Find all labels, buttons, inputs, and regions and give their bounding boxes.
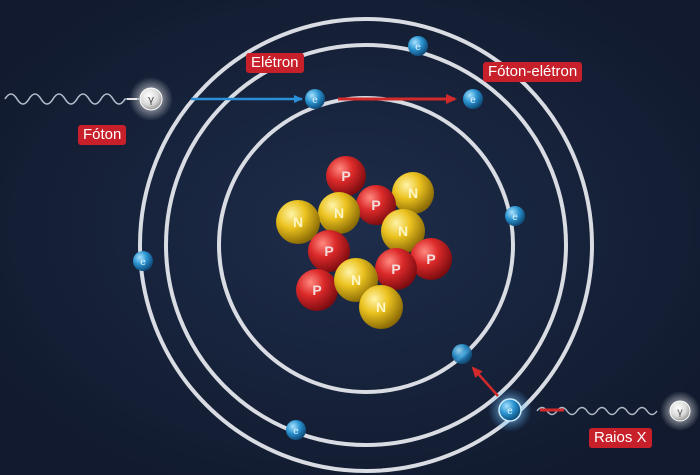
electron-bottom-right: e <box>498 398 522 422</box>
svg-text:P: P <box>341 168 350 184</box>
electron-left: e <box>133 251 153 271</box>
svg-text:e: e <box>507 406 513 417</box>
svg-text:N: N <box>334 205 344 221</box>
proton: P <box>375 248 417 290</box>
svg-text:e: e <box>470 95 476 106</box>
proton: P <box>356 185 396 225</box>
xray-photon-symbol: γ <box>677 407 683 418</box>
electron-right: e <box>505 206 525 226</box>
svg-text:e: e <box>293 426 299 437</box>
orbit-middle <box>164 43 568 447</box>
electrons: e e e e e e e <box>133 36 532 440</box>
electron-top-middle: e <box>305 89 325 109</box>
svg-text:N: N <box>408 185 418 201</box>
label-foton-eletron: Fóton-elétron <box>483 62 583 82</box>
orbit-outer <box>138 17 594 473</box>
svg-text:N: N <box>293 214 303 230</box>
photon-symbol: γ <box>148 93 155 106</box>
transition-arrow <box>471 366 499 397</box>
label-eletron: Elétron <box>246 53 304 73</box>
svg-text:N: N <box>398 223 408 239</box>
svg-text:P: P <box>371 197 380 213</box>
proton: P <box>296 269 338 311</box>
svg-text:P: P <box>391 261 400 277</box>
proton: P <box>326 156 366 196</box>
neutron: N <box>276 200 320 244</box>
svg-text:N: N <box>351 272 361 288</box>
label-raios-x: Raios X <box>589 428 652 448</box>
xray-photon <box>669 400 691 422</box>
svg-text:P: P <box>324 243 333 259</box>
label-foton: Fóton <box>78 125 127 145</box>
neutron: N <box>359 285 403 329</box>
electron-top-right: e <box>408 36 428 56</box>
svg-text:e: e <box>140 257 146 268</box>
svg-text:e: e <box>312 95 318 106</box>
svg-text:e: e <box>415 42 421 53</box>
neutron: N <box>318 192 360 234</box>
neutron: N <box>392 172 434 214</box>
svg-text:N: N <box>376 299 386 315</box>
xray-wave <box>536 406 658 416</box>
photon-incoming <box>139 87 163 111</box>
neutron: N <box>381 209 425 253</box>
nucleus: P N P N N N P P P P N N <box>276 156 452 329</box>
electron-ejected: e <box>463 89 483 109</box>
proton: P <box>308 230 350 272</box>
proton: P <box>410 238 452 280</box>
electron-bottom-left: e <box>286 420 306 440</box>
electron-lower-right-displaced <box>452 344 472 364</box>
svg-text:P: P <box>426 251 435 267</box>
svg-text:e: e <box>512 212 518 223</box>
svg-text:P: P <box>312 282 321 298</box>
